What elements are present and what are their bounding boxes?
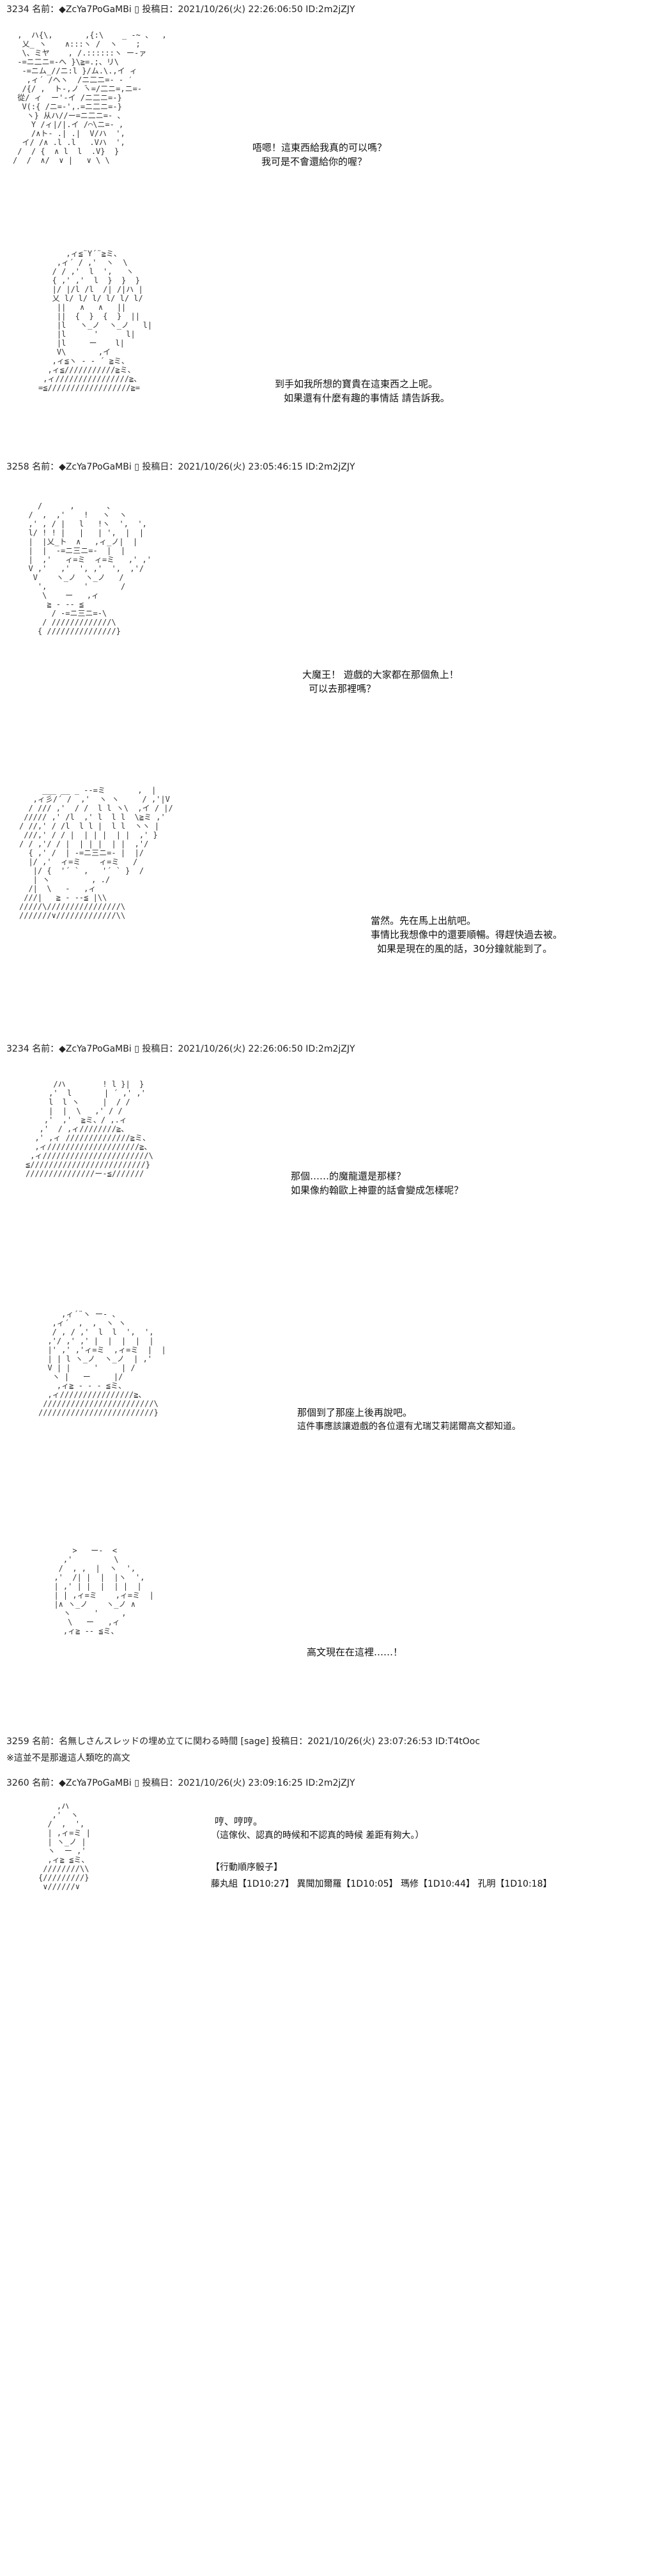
ascii-art-figure: ,ィ´¨ヽ ー- 、 ,ィ´ , , ヽ ヽ / , / ,' l l ', '… [38,1310,166,1417]
dialog-block: 高文現在在這裡……！ [307,1645,403,1659]
dialog-line: （這傢伙、認真的時候和不認真的時候 差距有夠大。） [211,1830,424,1841]
dialog-line: 我可是不會還給你的喔？ [261,156,367,167]
dice-title: 【行動順序骰子】 [211,1862,282,1873]
ascii-art-figure: , ハ{\, ,{:\ _ ‐~ 、 , 乂_ ヽ ∧:::ヽ / ヽ ; \、… [13,31,167,165]
dialog-line: 如果還有什麼有趣的事情話 請告訴我。 [284,392,450,404]
ascii-art-figure: ,ィ≦¨Y´¨≧ミ、 ,ィ´ / ,' ヽ \ / / ,' l ', ヽ { … [38,249,153,392]
ascii-art-figure: / , 、 / , ,' ! ヽ ヽ ,' , / | l !ヽ ', ', l… [28,502,151,636]
dialog-line: 這件事應該讓遊戲的各位還有尤瑞艾莉諾爾高文都知道。 [297,1422,521,1432]
dialog-block: 到手如我所想的寶貴在這東西之上呢。 如果還有什麼有趣的事情話 請告訴我。 [275,377,450,405]
dice-results: 藤丸組【1D10:27】 異聞加爾羅【1D10:05】 瑪修【1D10:44】 … [211,1879,552,1889]
dialog-block: 大魔王！ 遊戲的大家都在那個魚上！ 可以去那裡嗎？ [302,668,459,696]
post-header: 3234 名前：◆ZcYa7PoGaMBi ▯ 投稿日：2021/10/26(火… [6,1044,355,1054]
ascii-art-figure: > ー‐ < ,' \ / , , | ヽ ', ,' /| | | |ヽ ',… [54,1546,154,1636]
dialog-line: 當然。先在馬上出航吧。 [371,915,477,926]
dialog-line: 大魔王！ 遊戲的大家都在那個魚上！ [302,669,459,680]
dialog-block: 當然。先在馬上出航吧。 事情比我想像中的還要順暢。得趕快過去被。 如果是現在的風… [371,914,562,956]
dialog-line: 哼、哼哼。 [215,1816,263,1827]
ascii-art-figure: ___ __ _ -‐=ミ , | ,ィ彡/´ / ,' ヽ ヽ / ,'|V … [19,786,173,920]
dialog-block: 唔嗯！這東西給我真的可以嗎？ 我可是不會還給你的喔？ [252,141,387,169]
dialog-block: 那個到了那座上後再說吧。 這件事應該讓遊戲的各位還有尤瑞艾莉諾爾高文都知道。 [297,1406,521,1434]
dialog-line: 如果像約翰歐上神靈的話會變成怎樣呢？ [291,1184,464,1196]
dialog-block: 那個……的魔龍還是那樣？ 如果像約翰歐上神靈的話會變成怎樣呢？ [291,1169,463,1197]
dialog-line: 可以去那裡嗎？ [309,683,376,694]
post-header: 3258 名前：◆ZcYa7PoGaMBi ▯ 投稿日：2021/10/26(火… [6,462,355,472]
dialog-line: 那個……的魔龍還是那樣？ [291,1170,406,1182]
post-header: 3259 名前：名無しさんスレッドの埋め立てに関わる時間 [sage] 投稿日：… [6,1736,481,1747]
post-header: 3234 名前：◆ZcYa7PoGaMBi ▯ 投稿日：2021/10/26(火… [6,4,355,15]
dialog-line: 如果是現在的風的話，30分鐘就能到了。 [377,943,553,954]
post-note: ※這並不是那邊這人類吃的高文 [6,1753,130,1763]
dialog-line: 事情比我想像中的還要順暢。得趕快過去被。 [371,929,563,940]
dialog-line: 唔嗯！這東西給我真的可以嗎？ [252,142,387,153]
dialog-block: 哼、哼哼。 （這傢伙、認真的時候和不認真的時候 差距有夠大。） [211,1814,424,1843]
dice-section: 【行動順序骰子】 藤丸組【1D10:27】 異聞加爾羅【1D10:05】 瑪修【… [211,1859,552,1892]
dialog-line: 到手如我所想的寶貴在這東西之上呢。 [275,378,438,390]
dialog-line: 那個到了那座上後再說吧。 [297,1407,413,1418]
dialog-line: 高文現在在這裡……！ [307,1646,403,1658]
post-header: 3260 名前：◆ZcYa7PoGaMBi ▯ 投稿日：2021/10/26(火… [6,1778,355,1788]
ascii-art-figure: /ハ ! l }| } ,' l | ´ ,' ,' l l ヽ | / / |… [26,1080,153,1178]
ascii-art-figure: ,ハ ,' ヽ / , ', | ,ィ=ミ | | ヽ_ノ | ヽ ー ,' ,… [38,1802,91,1891]
